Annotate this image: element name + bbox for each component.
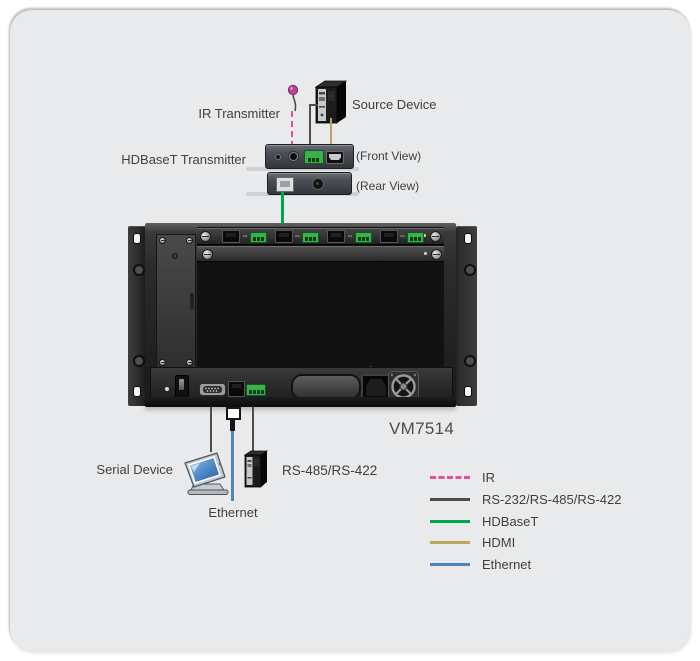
- legend-label: RS-232/RS-485/RS-422: [482, 491, 622, 507]
- hdbaset-in-port: [274, 230, 293, 243]
- rack-ear-left: [128, 226, 147, 406]
- model-label: VM7514: [389, 419, 455, 438]
- ethernet-port: [228, 381, 245, 397]
- legend-item: IR: [430, 469, 495, 486]
- legend-label: IR: [482, 470, 495, 485]
- rs485-cable: [252, 407, 254, 452]
- source-device-icon: [314, 80, 348, 124]
- hdbaset-out-port: [276, 177, 294, 192]
- serial-cable: [210, 407, 212, 452]
- legend-item: HDBaseT: [430, 513, 538, 530]
- hdbaset-in-port: [222, 230, 240, 243]
- legend-label: Ethernet: [482, 557, 532, 572]
- legend-label: HDMI: [482, 535, 516, 551]
- rs485-device-icon: [243, 450, 269, 488]
- legend-line-swatch: [430, 519, 470, 523]
- blank-slot: [197, 246, 444, 261]
- legend-line-swatch: [430, 497, 470, 501]
- ir-jack-port: [289, 152, 298, 161]
- legend-item: Ethernet: [430, 556, 531, 573]
- ethernet-label: Ethernet: [208, 505, 258, 520]
- chassis-footer: [145, 397, 456, 407]
- hdbaset-transmitter-label: HDBaseT Transmitter: [121, 152, 246, 167]
- source-device-label: Source Device: [352, 97, 437, 112]
- hdbaset-transmitter-front: [265, 144, 354, 169]
- rs232-cable-drop: [309, 104, 311, 147]
- db9-serial-port: [199, 383, 226, 396]
- serial-device-icon: [184, 452, 229, 495]
- hdmi-in-port: [326, 151, 344, 164]
- legend-item: RS-232/RS-485/RS-422: [430, 491, 621, 508]
- ethernet-cable: [231, 431, 234, 501]
- hdbaset-in-port: [327, 230, 345, 243]
- ir-transmitter-label: IR Transmitter: [198, 106, 280, 121]
- legend-line-swatch: [430, 541, 470, 545]
- port-pair-glyph: [242, 234, 248, 238]
- rs232-cable: [309, 104, 318, 106]
- rs232-terminal-port: [304, 150, 324, 164]
- ir-rs232-terminal-port: [249, 231, 267, 243]
- power-switch: [175, 375, 189, 399]
- legend-label: HDBaseT: [482, 513, 539, 529]
- rs485-device-label: RS-485/RS-422: [282, 463, 378, 478]
- power-jack: [312, 178, 324, 190]
- hdbaset-cable: [281, 192, 284, 231]
- serial-device-label: Serial Device: [96, 462, 173, 477]
- port-pair-glyph: [295, 234, 300, 238]
- status-led: [164, 386, 170, 392]
- left-blank-module: [156, 234, 196, 369]
- ir-receiver-hole: [275, 154, 281, 160]
- rs485-terminal-port: [246, 384, 266, 396]
- hdbaset-in-port: [379, 230, 398, 243]
- legend-item: HDMI: [430, 534, 515, 551]
- rack-ear-right: [456, 226, 477, 406]
- psu-fan: [388, 371, 419, 402]
- ir-rs232-terminal-port: [407, 231, 424, 243]
- hdbaset-transmitter-rear: [267, 172, 352, 195]
- ir-emitter-icon: [287, 84, 299, 112]
- legend-line-swatch: [430, 563, 470, 566]
- rear-view-label: (Rear View): [356, 179, 420, 193]
- port-pair-glyph: [400, 234, 405, 238]
- hdbaset-input-card: [197, 228, 444, 244]
- ir-line: [291, 111, 293, 147]
- front-view-shadow: [246, 167, 359, 171]
- port-pair-glyph: [347, 234, 353, 238]
- front-view-label: (Front View): [356, 149, 422, 163]
- ir-rs232-terminal-port: [354, 231, 372, 243]
- ir-rs232-terminal-port: [302, 231, 319, 243]
- ethernet-plug-stem: [230, 418, 235, 431]
- hdmi-cable: [330, 118, 332, 147]
- legend-line-swatch: [430, 476, 470, 479]
